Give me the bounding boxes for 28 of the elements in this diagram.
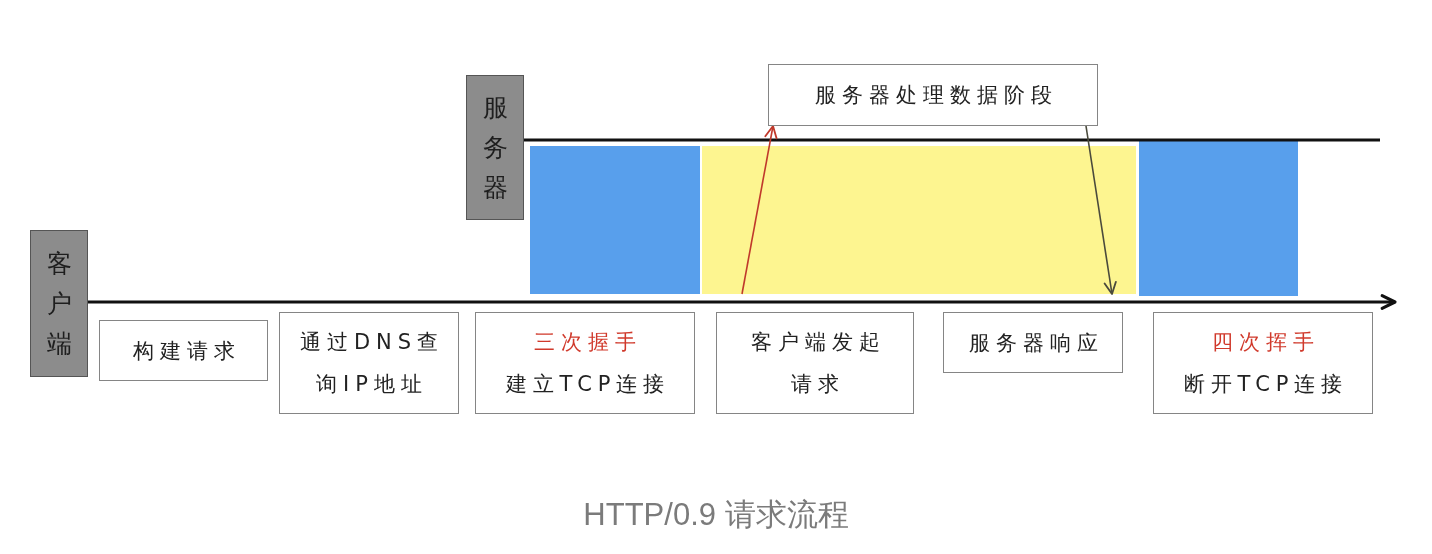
step-label: 断开TCP连接 bbox=[1183, 371, 1349, 398]
step-label: 服务器响应 bbox=[968, 329, 1104, 357]
phase-box bbox=[768, 64, 1098, 126]
client-timeline-arrow bbox=[88, 294, 1397, 310]
step-heading: 四次挥手 bbox=[1212, 329, 1320, 356]
caption: HTTP/0.9 请求流程 bbox=[583, 497, 849, 532]
handshake-phase-bar bbox=[530, 146, 700, 294]
lane-label: 服务器 bbox=[481, 91, 509, 204]
request-arrow bbox=[741, 125, 778, 295]
step-label: 构建请求 bbox=[132, 337, 241, 365]
phase-label: 服务器处理数据阶段 bbox=[814, 82, 1058, 109]
lane-header bbox=[466, 75, 524, 220]
data-phase-bar bbox=[702, 146, 1136, 294]
step-label: 建立TCP连接 bbox=[505, 371, 671, 398]
step-box bbox=[716, 312, 914, 414]
step-box bbox=[279, 312, 459, 414]
lane-label: 客户端 bbox=[45, 247, 73, 360]
step-label: 通过DNS查询IP地址 bbox=[298, 329, 446, 398]
response-arrow bbox=[1085, 125, 1117, 295]
step-box bbox=[943, 312, 1123, 373]
lane-header bbox=[30, 230, 88, 377]
server-timeline bbox=[524, 138, 1380, 142]
step-box bbox=[99, 320, 268, 381]
step-box bbox=[1153, 312, 1373, 414]
teardown-phase-bar bbox=[1139, 141, 1298, 296]
step-label: 客户端发起请求 bbox=[749, 329, 887, 398]
step-box bbox=[475, 312, 695, 414]
step-heading: 三次握手 bbox=[534, 329, 642, 356]
